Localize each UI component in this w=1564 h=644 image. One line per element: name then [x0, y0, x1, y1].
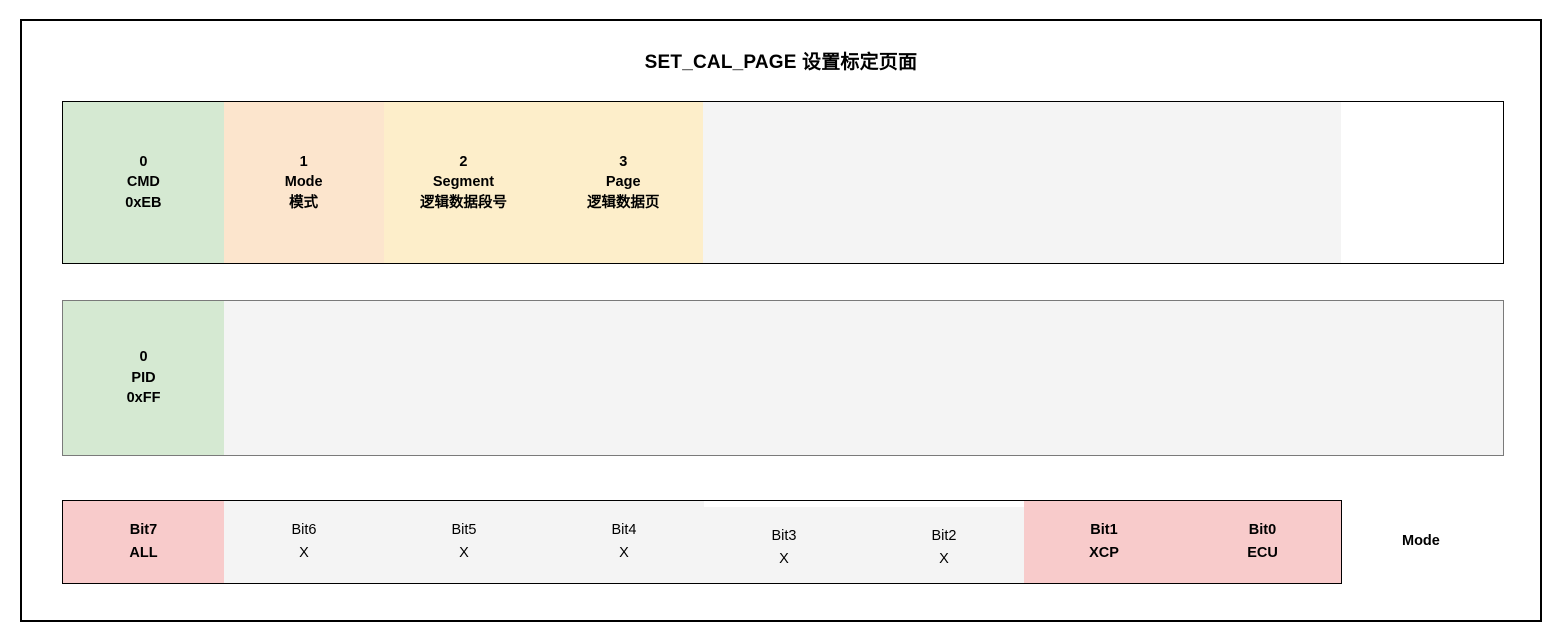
bit-cell-bit: Bit3 [771, 527, 797, 544]
byte-cell-value: 模式 [289, 194, 319, 211]
bit-cell-bit: Bit5 [451, 521, 477, 538]
bit-cell-value: XCP [1089, 545, 1119, 561]
byte-cell-name: Mode [284, 174, 323, 191]
bit-cell-value: X [779, 551, 789, 567]
byte-cell-empty [703, 102, 1342, 263]
byte-cell-index: 0 [139, 153, 148, 170]
mode-bitfield-label: Mode [1402, 533, 1440, 549]
bit-cell-bit: Bit6 [291, 521, 317, 538]
byte-cell-index: 2 [459, 153, 468, 170]
byte-cell-empty [224, 301, 1503, 455]
bit-cell-value: ECU [1247, 545, 1278, 561]
byte-cell-value: 0xFF [126, 390, 161, 407]
bit-cell-value: X [939, 551, 949, 567]
byte-cell-name: CMD [126, 174, 160, 191]
byte-cell-index: 0 [139, 349, 148, 366]
bit-cell-value: X [299, 545, 309, 561]
byte-cell-index: 1 [299, 153, 308, 170]
bit-cell-value: ALL [129, 545, 158, 561]
byte-cell-value: 逻辑数据段号 [419, 194, 507, 211]
bit-cell-bit: Bit7 [129, 521, 158, 538]
bit-cell-value: X [459, 545, 469, 561]
bit-cell-value: X [619, 545, 629, 561]
bit-cell-bit: Bit1 [1090, 521, 1118, 538]
byte-cell-empty [1341, 102, 1503, 263]
byte-cell-value: 0xEB [125, 194, 162, 211]
byte-cell-name: PID [131, 369, 156, 386]
figure-title: SET_CAL_PAGE 设置标定页面 [644, 52, 918, 73]
byte-cell-index: 3 [619, 153, 628, 170]
byte-cell-value: 逻辑数据页 [586, 194, 660, 211]
bit-cell-bit: Bit4 [611, 521, 637, 538]
bit-cell-bit: Bit2 [931, 527, 957, 544]
bit-cell-bit: Bit0 [1248, 521, 1277, 538]
byte-cell-name: Segment [432, 174, 495, 191]
byte-cell-name: Page [605, 174, 641, 191]
